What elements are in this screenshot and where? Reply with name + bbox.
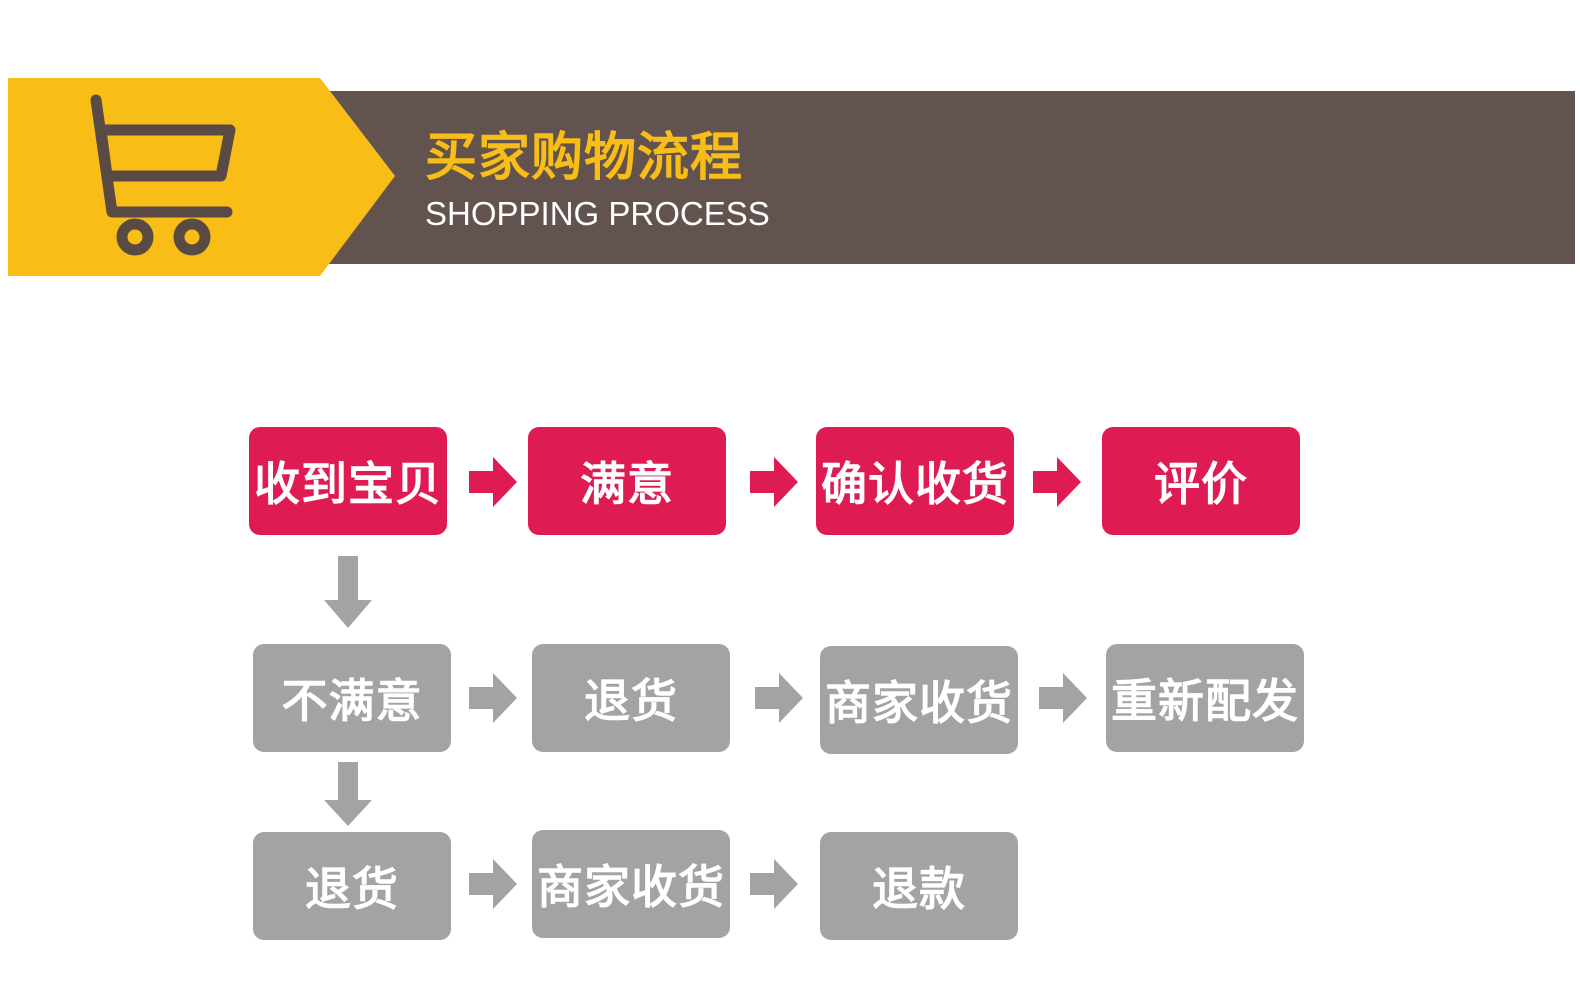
banner-shapes (8, 78, 1575, 276)
step-return-goods: 退货 (532, 644, 730, 752)
shopping-cart-icon (90, 94, 236, 256)
arrow-right-icon (750, 859, 798, 909)
arrow-right-icon (750, 457, 798, 507)
step-confirm-receipt: 确认收货 (816, 427, 1014, 535)
step-satisfied: 满意 (528, 427, 726, 535)
step-seller-receives-refund: 商家收货 (532, 830, 730, 938)
step-receive-item: 收到宝贝 (249, 427, 447, 535)
arrow-right-icon (469, 457, 517, 507)
arrow-right-icon (469, 859, 517, 909)
step-refund: 退款 (820, 832, 1018, 940)
arrow-right-icon (755, 673, 803, 723)
banner-dark-band (322, 91, 1575, 264)
arrow-right-icon (1039, 673, 1087, 723)
cart-basket-icon (95, 124, 236, 182)
step-review: 评价 (1102, 427, 1300, 535)
banner-title-zh: 买家购物流程 (425, 128, 744, 188)
cart-wheel-left-icon (116, 218, 154, 256)
header-banner: 买家购物流程 SHOPPING PROCESS (0, 0, 1580, 300)
arrow-right-icon (469, 673, 517, 723)
arrow-down-icon (324, 762, 372, 826)
cart-wheel-right-icon (173, 218, 211, 256)
arrow-down-icon (324, 556, 372, 628)
arrow-right-icon (1033, 457, 1081, 507)
step-unsatisfied: 不满意 (253, 644, 451, 752)
step-return-goods-refund: 退货 (253, 832, 451, 940)
step-seller-receives: 商家收货 (820, 646, 1018, 754)
banner-title-en: SHOPPING PROCESS (425, 195, 770, 232)
step-reship: 重新配发 (1106, 644, 1304, 752)
